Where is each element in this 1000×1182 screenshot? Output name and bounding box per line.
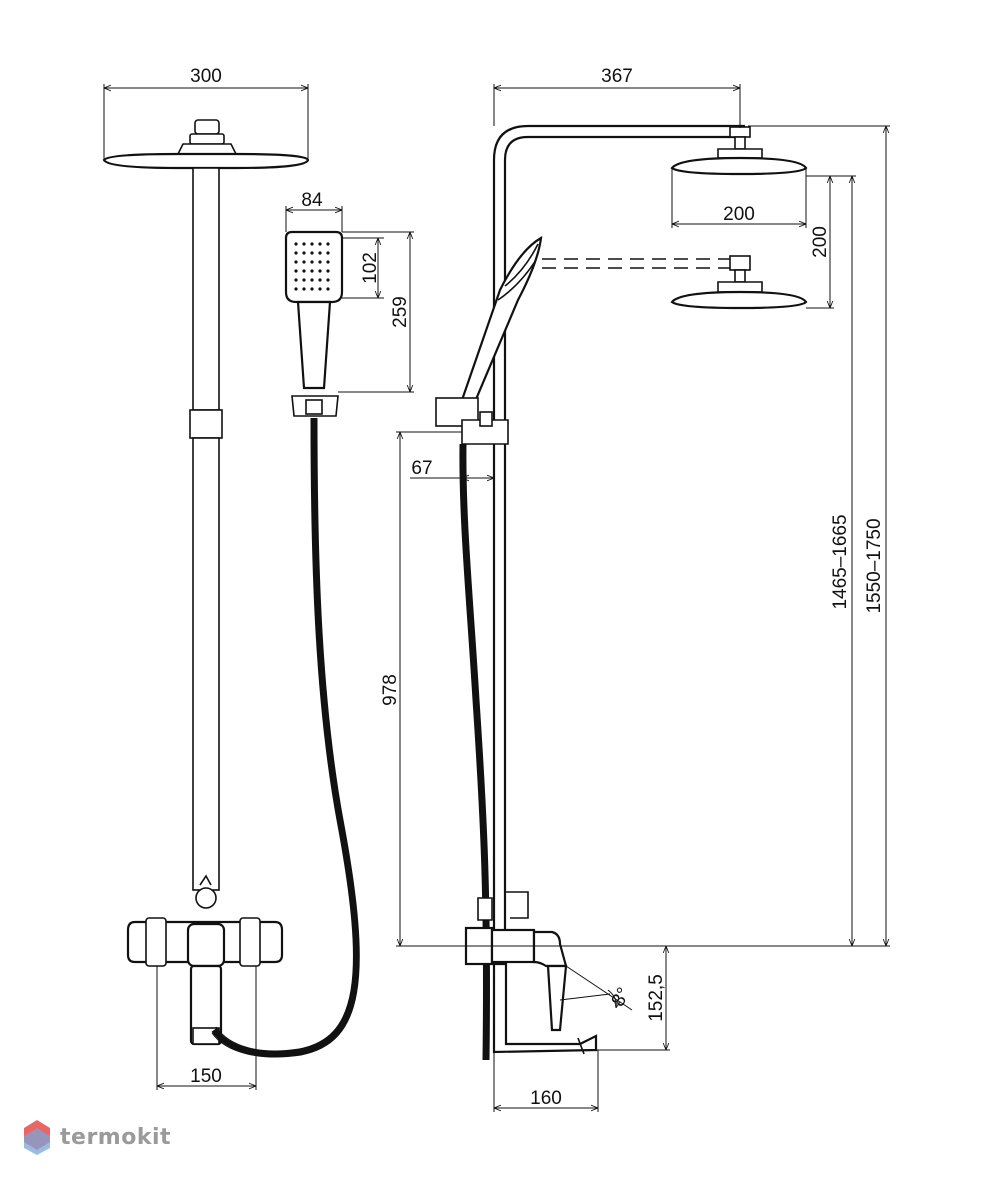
dim-holder-height: 978 [380,674,401,706]
front-overhead-shower [102,119,310,170]
dim-head-diameter: 300 [190,66,222,87]
front-mixer [126,917,284,1046]
brand-name: termokit [60,1124,172,1150]
dim-head-drop: 200 [810,226,831,258]
brand-logo[interactable]: termokit [22,1118,171,1156]
dim-spout-reach: 160 [530,1088,562,1109]
front-hose [211,417,360,1057]
front-handshower [284,230,344,417]
dim-handshower-length: 259 [390,296,411,328]
side-view [435,124,808,1061]
dimensions: 300 84 102 259 367 200 200 67 978 1465–1… [103,66,890,1112]
dim-head-height-min: 1465–1665 [830,514,851,609]
dim-arm-reach: 367 [601,66,633,87]
dim-holder-offset: 67 [411,458,432,479]
front-column [189,167,223,909]
dim-handshower-head-height: 102 [360,252,381,284]
side-lowered-shower [520,255,808,310]
side-handshower [435,235,543,445]
dim-overall-height: 1550–1750 [864,518,885,613]
dim-spout-height: 152,5 [646,974,667,1022]
front-view [102,119,360,1058]
dim-handshower-width: 84 [301,190,323,211]
termokit-logo-icon [24,1120,50,1155]
dim-mixer-width: 150 [190,1066,222,1087]
dim-head-small: 200 [723,204,755,225]
side-overhead-shower [670,126,808,176]
dim-swivel-angle: 8° [608,984,635,1010]
